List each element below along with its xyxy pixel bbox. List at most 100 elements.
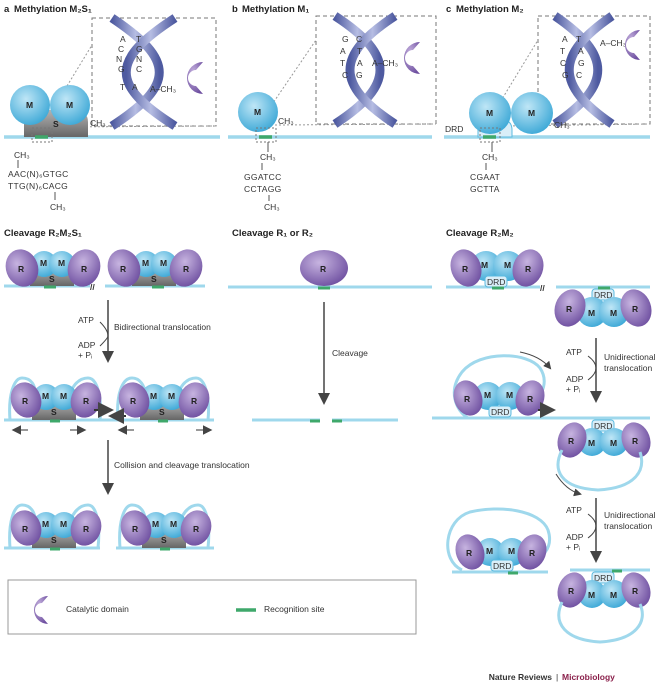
- svg-text:A: A: [578, 46, 584, 56]
- svg-text:M: M: [60, 391, 67, 401]
- svg-text:M: M: [481, 260, 488, 270]
- a-base-r2: N: [136, 54, 142, 64]
- svg-text:M: M: [484, 390, 491, 400]
- svg-text:translocation: translocation: [604, 521, 652, 531]
- svg-text:G: G: [342, 34, 349, 44]
- svg-text:C: C: [576, 70, 582, 80]
- panel-c-m-domain-1: [469, 92, 511, 134]
- svg-text:R: R: [464, 394, 470, 404]
- cleavage-b-diagram: R Cleavage: [228, 250, 432, 423]
- svg-text:R: R: [566, 304, 572, 314]
- a-base-r0: T: [136, 34, 141, 44]
- panel-a-methylation: a Methylation M₂S₁ A C N G T T G N C A A…: [4, 4, 220, 212]
- panel-a-ch3-bottom: CH₃: [50, 202, 66, 212]
- svg-text:M: M: [610, 438, 617, 448]
- svg-text:R: R: [191, 396, 197, 406]
- svg-text:T: T: [340, 58, 345, 68]
- svg-text:M: M: [588, 308, 595, 318]
- panel-c-drd-label: DRD: [445, 124, 463, 134]
- panel-b-catalytic-domain: [404, 42, 420, 74]
- panel-a-m2-label: M: [66, 100, 73, 110]
- svg-text:R: R: [83, 524, 89, 534]
- svg-text:DRD: DRD: [487, 277, 505, 287]
- a-base-l4: T: [120, 82, 125, 92]
- svg-text:C: C: [560, 58, 566, 68]
- svg-text:R: R: [193, 524, 199, 534]
- svg-text:M: M: [610, 590, 617, 600]
- panel-c-dna-helix: [552, 12, 615, 128]
- cleavage-b-title: Cleavage R₁ or R₂: [232, 228, 313, 239]
- svg-text:A: A: [340, 46, 346, 56]
- svg-text:M: M: [504, 260, 511, 270]
- svg-text:M: M: [42, 519, 49, 529]
- svg-text:M: M: [486, 546, 493, 556]
- credit-section: Microbiology: [562, 672, 615, 682]
- cleavage-c-enzyme-5: DRD R R M M: [455, 534, 547, 575]
- svg-text:R: R: [18, 264, 24, 274]
- svg-text:S: S: [151, 274, 157, 284]
- svg-text:M: M: [58, 258, 65, 268]
- svg-text:+ Pᵢ: + Pᵢ: [78, 350, 92, 360]
- svg-text:R: R: [81, 264, 87, 274]
- svg-text:translocation: translocation: [604, 363, 652, 373]
- svg-text:DRD: DRD: [594, 573, 612, 583]
- svg-text:R: R: [632, 304, 638, 314]
- svg-text:M: M: [508, 546, 515, 556]
- svg-text:A: A: [562, 34, 568, 44]
- svg-text:+ Pᵢ: + Pᵢ: [566, 384, 580, 394]
- a-base-r4: A: [132, 82, 138, 92]
- svg-text://: //: [540, 283, 545, 293]
- panel-c-title: Methylation M₂: [456, 4, 524, 15]
- svg-text:R: R: [462, 264, 468, 274]
- svg-text:M: M: [42, 391, 49, 401]
- a-base-l0: A: [120, 34, 126, 44]
- svg-text:DRD: DRD: [491, 407, 509, 417]
- panel-a-dna-helix: [109, 14, 178, 130]
- legend-box: [7, 579, 417, 635]
- panel-a-title: Methylation M₂S₁: [14, 4, 92, 15]
- cleavage-c-title: Cleavage R₂M₂: [446, 228, 514, 239]
- svg-text:T: T: [576, 34, 581, 44]
- cleavage-c-enzyme-6: DRD R R M M: [557, 569, 651, 608]
- cleavage-a-translocating-1: R R M M S: [8, 376, 102, 423]
- panel-b-ch3-top: CH₃: [260, 152, 276, 162]
- svg-text:S: S: [51, 535, 57, 545]
- svg-text:M: M: [60, 519, 67, 529]
- legend-catalytic-icon: [34, 596, 48, 624]
- panel-a-catalytic-domain: [187, 62, 203, 94]
- panel-a-s-label: S: [53, 119, 59, 129]
- panel-c-ch3-top: CH₃: [482, 152, 498, 162]
- svg-text:C: C: [356, 34, 362, 44]
- panel-c-ch3-right: CH₃: [554, 120, 570, 130]
- svg-text:M: M: [528, 108, 535, 118]
- svg-text:Unidirectional: Unidirectional: [604, 352, 655, 362]
- svg-text:ADP: ADP: [566, 532, 584, 542]
- cleavage-a-title: Cleavage R₂M₂S₁: [4, 228, 82, 239]
- panel-b-m-label: M: [254, 107, 261, 117]
- cleavage-a-cleaved-1: R R M M S: [8, 503, 102, 551]
- svg-text:S: S: [49, 274, 55, 284]
- svg-text:R: R: [22, 524, 28, 534]
- credit-separator: |: [556, 672, 558, 682]
- svg-text:S: S: [161, 535, 167, 545]
- svg-text:G: G: [562, 70, 569, 80]
- svg-text:S: S: [159, 407, 165, 417]
- panel-b-letter: b: [232, 4, 238, 15]
- legend-recognition-label: Recognition site: [264, 604, 325, 614]
- credit-journal: Nature Reviews: [489, 672, 553, 682]
- svg-text:ATP: ATP: [566, 347, 582, 357]
- svg-text:R: R: [568, 436, 574, 446]
- panel-c-catalytic-domain: [625, 30, 640, 60]
- svg-text:R: R: [130, 396, 136, 406]
- svg-text:Unidirectional: Unidirectional: [604, 510, 655, 520]
- svg-text:M: M: [506, 390, 513, 400]
- svg-text:DRD: DRD: [594, 290, 612, 300]
- svg-text:R: R: [525, 264, 531, 274]
- svg-text:M: M: [40, 258, 47, 268]
- svg-text:R: R: [527, 394, 533, 404]
- panel-a-letter: a: [4, 4, 10, 15]
- svg-text:G: G: [356, 70, 363, 80]
- cleavage-a-translocation: Bidirectional translocation: [114, 322, 211, 332]
- svg-text:A: A: [357, 58, 363, 68]
